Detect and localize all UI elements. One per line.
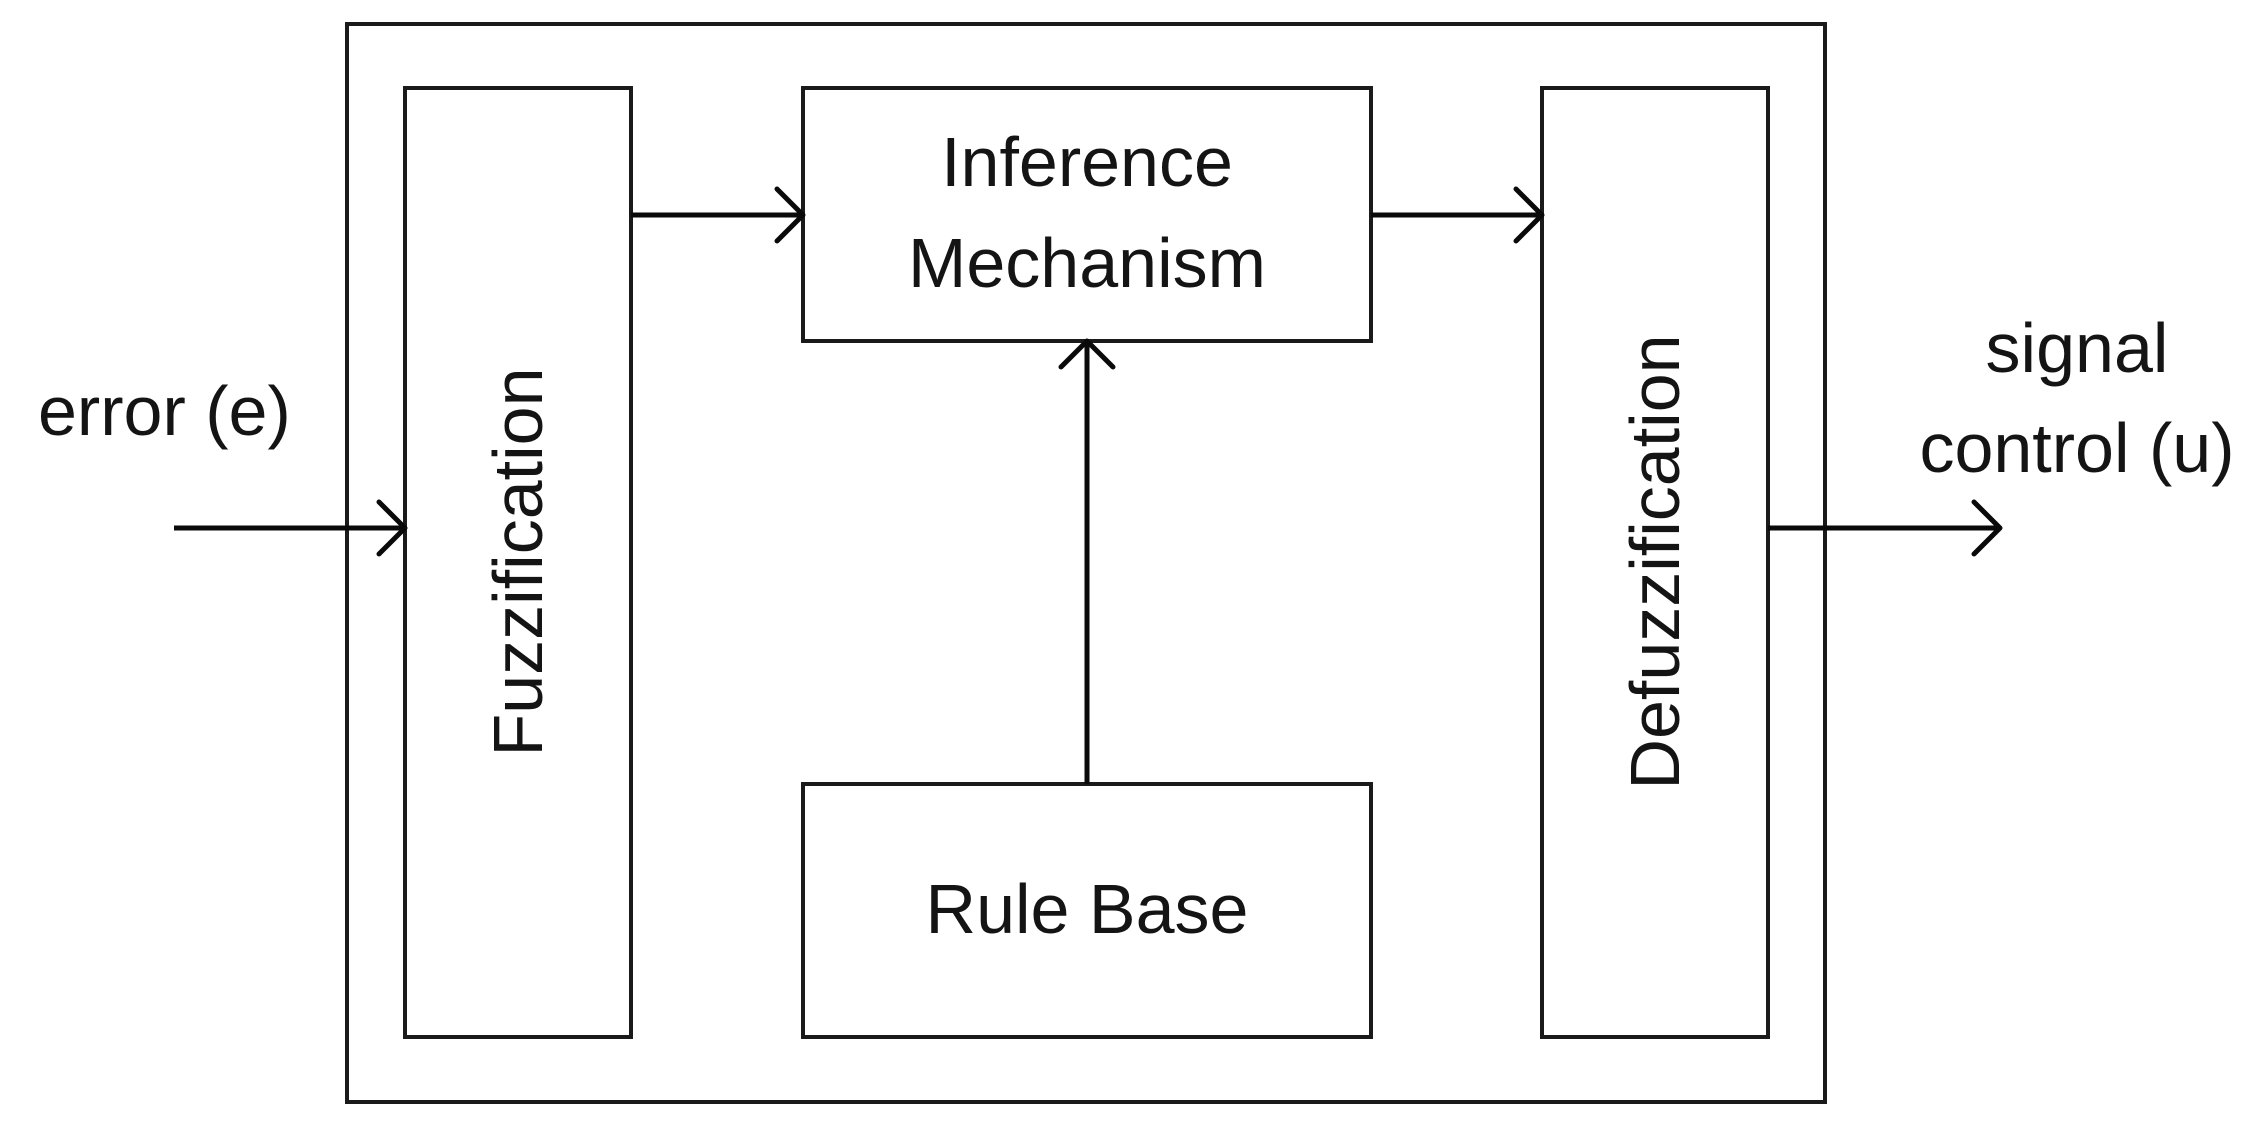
fuzzification-label: Fuzzification [479, 367, 557, 756]
inference-mechanism-block: Inference Mechanism [801, 86, 1373, 343]
rule-base-to-inference-arrow [1058, 338, 1116, 784]
input-arrow [174, 499, 408, 557]
fuzzification-to-inference-arrow [631, 186, 806, 244]
input-label: error (e) [38, 372, 291, 450]
output-arrowhead-icon [1971, 499, 2003, 557]
output-label-line1: signal [1986, 309, 2169, 387]
output-label-line2: control (u) [1919, 409, 2234, 487]
rule-base-block: Rule Base [801, 782, 1373, 1039]
arrowhead-icon [1513, 186, 1545, 244]
inference-label-line1: Inference [941, 123, 1233, 201]
arrowhead-icon [774, 186, 806, 244]
input-arrowhead-icon [376, 499, 408, 557]
output-arrow [1768, 499, 2003, 557]
inference-label-line2: Mechanism [908, 224, 1266, 302]
arrowhead-up-icon [1058, 338, 1116, 370]
defuzzification-label: Defuzzification [1616, 334, 1694, 789]
inference-mechanism-box [801, 86, 1373, 343]
fuzzification-box [403, 86, 633, 1039]
controller-boundary [345, 22, 1827, 1104]
defuzzification-box [1540, 86, 1770, 1039]
fuzzification-block: Fuzzification [403, 86, 633, 1039]
inference-to-defuzzification-arrow [1371, 186, 1545, 244]
defuzzification-block: Defuzzification [1540, 86, 1770, 1039]
rule-base-label: Rule Base [926, 870, 1249, 948]
